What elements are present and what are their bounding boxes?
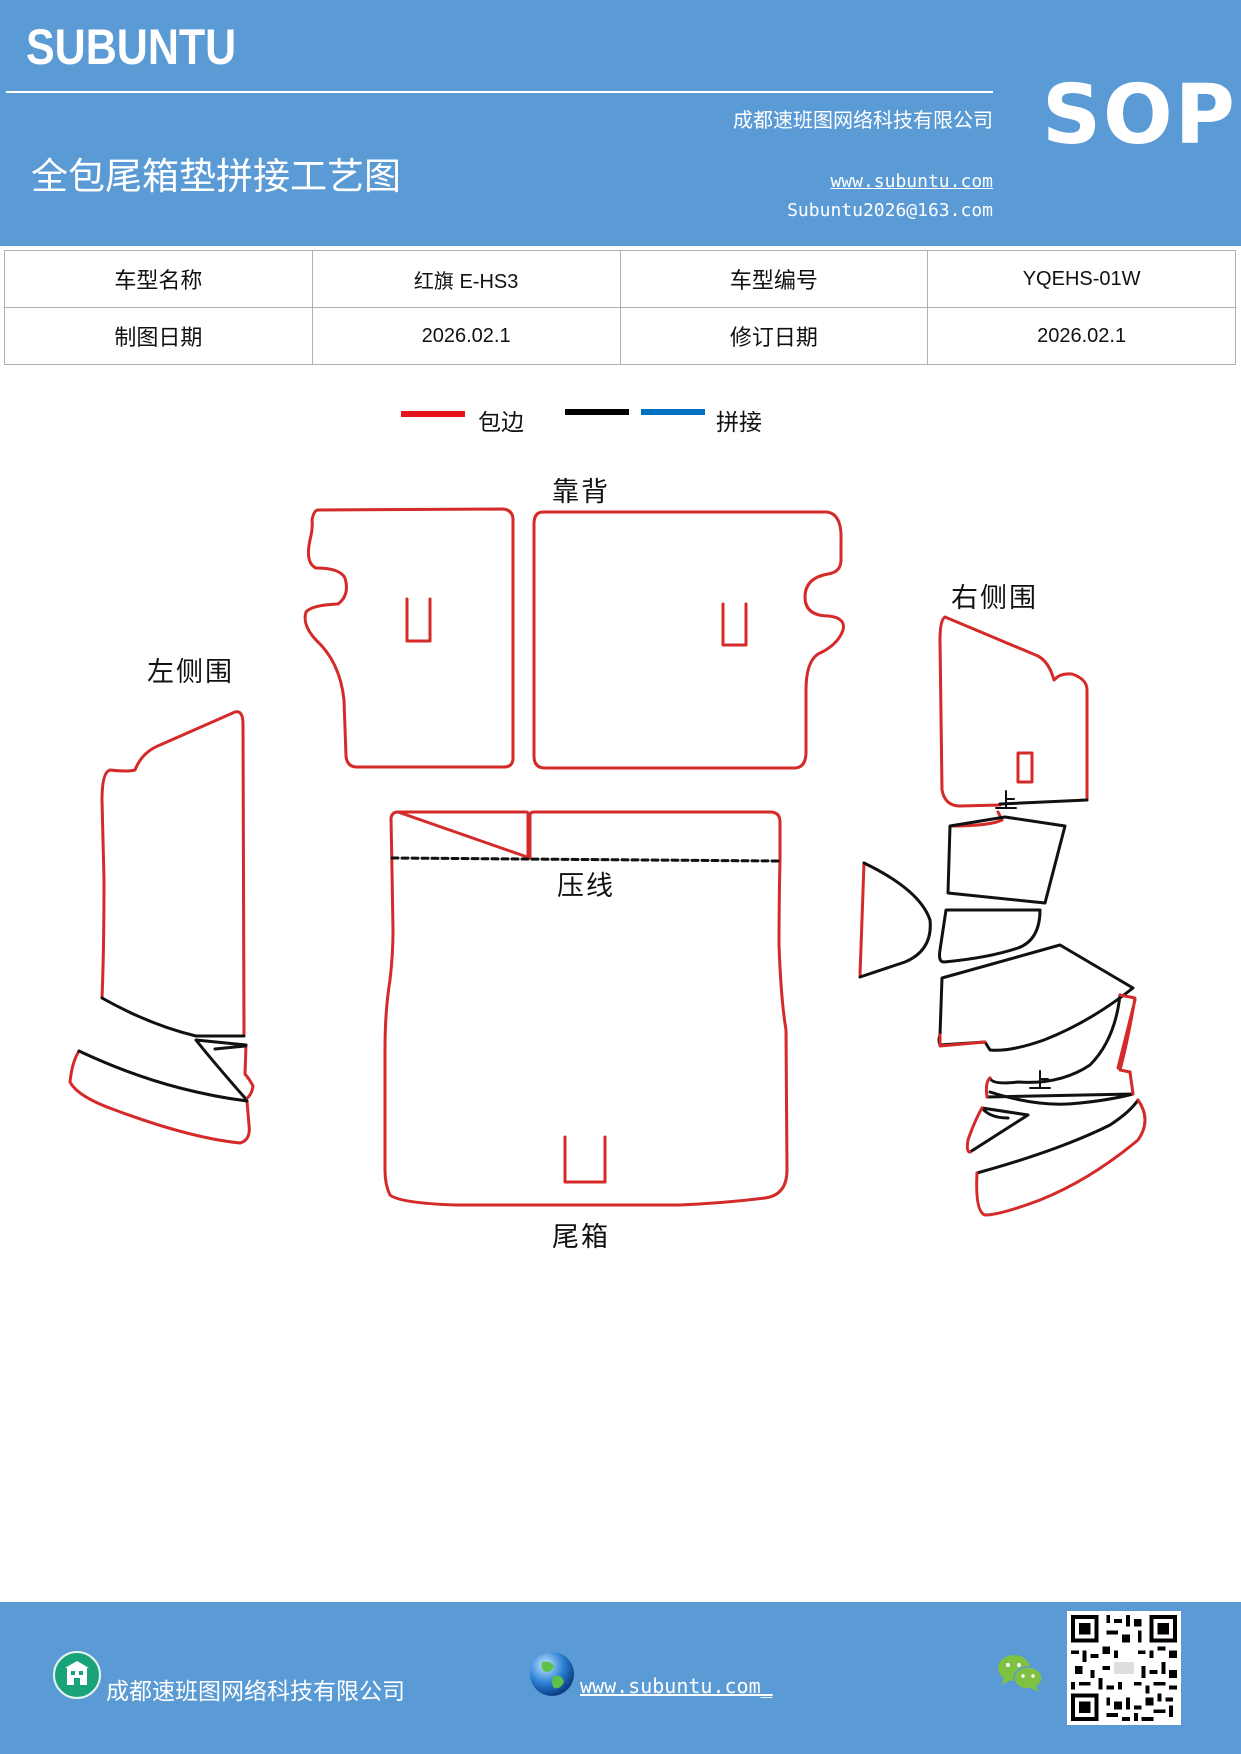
left-side-bottom-piece: [68, 1049, 251, 1145]
header-company: 成都速班图网络科技有限公司: [733, 108, 993, 132]
trunk-slot: [563, 1135, 607, 1184]
backrest-left-slot: [405, 597, 432, 643]
right-seam-piece-4-edge: [938, 1033, 987, 1048]
brand-logo: SUBUNTU: [26, 19, 237, 75]
right-lower-piece-c-edge: [965, 1106, 984, 1154]
right-lower-piece-d-seam: [975, 1098, 1140, 1175]
legend-label-edge: 包边: [478, 410, 524, 436]
table-row: 制图日期 2026.02.1 修订日期 2026.02.1: [4, 307, 1236, 365]
label-vehicle-code: 车型编号: [619, 250, 929, 308]
wechat-icon[interactable]: [996, 1652, 1044, 1694]
right-lower-seam-a: [988, 993, 1122, 1085]
label-left-side: 左侧围: [147, 657, 234, 688]
label-revise-date: 修订日期: [619, 307, 929, 365]
value-draw-date: 2026.02.1: [311, 307, 621, 365]
header-banner: [0, 0, 1241, 246]
left-side-seam: [100, 996, 246, 1038]
right-seam-piece-1: [946, 815, 1067, 905]
right-lower-stop-mark: [1029, 1070, 1051, 1089]
left-side-small-piece: [243, 1043, 255, 1102]
right-lower-edge-a: [1116, 993, 1137, 1074]
value-vehicle-code: YQEHS-01W: [927, 250, 1236, 308]
right-seam-piece-3: [938, 908, 1042, 964]
legend-label-seam: 拼接: [716, 410, 762, 436]
qr-code: [1067, 1611, 1181, 1725]
label-vehicle-name: 车型名称: [4, 250, 313, 308]
header-email[interactable]: Subuntu2026@163.com: [787, 200, 993, 221]
value-vehicle-name: 红旗 E-HS3: [311, 250, 621, 308]
left-side-main-panel: [100, 710, 246, 1036]
right-side-slot: [1016, 751, 1034, 784]
backrest-right-slot: [721, 602, 748, 647]
label-backrest: 靠背: [552, 477, 610, 508]
backrest-left-panel: [303, 507, 515, 769]
right-side-top-seam: [998, 798, 1089, 806]
right-seam-piece-2: [858, 861, 866, 977]
right-side-top-panel: [938, 615, 1089, 808]
left-side-bottom-seam: [77, 1049, 249, 1103]
right-seam-piece-4: [937, 943, 1135, 1052]
press-line: [390, 856, 780, 863]
right-lower-piece-c: [968, 1106, 1030, 1154]
building-icon: [53, 1651, 101, 1699]
right-side-stop-mark: [995, 790, 1017, 809]
right-lower-edge-b: [984, 1070, 1135, 1099]
right-seam-piece-2-seam: [858, 861, 932, 979]
table-row: 车型名称 红旗 E-HS3 车型编号 YQEHS-01W: [4, 250, 1236, 308]
right-lower-piece-d-edge: [975, 1098, 1147, 1217]
page-title: 全包尾箱垫拼接工艺图: [31, 155, 401, 198]
value-revise-date: 2026.02.1: [927, 307, 1236, 365]
footer-website-link[interactable]: www.subuntu.com_: [580, 1674, 773, 1698]
backrest-right-panel: [532, 510, 845, 770]
footer-company: 成都速班图网络科技有限公司: [106, 1679, 405, 1705]
header-website-link[interactable]: www.subuntu.com: [830, 171, 993, 192]
label-press-line: 压线: [557, 871, 615, 902]
label-draw-date: 制图日期: [4, 307, 313, 365]
label-trunk: 尾箱: [552, 1222, 610, 1253]
right-lower-seam-b: [985, 1090, 1135, 1106]
trunk-panel: [383, 810, 789, 1207]
globe-icon: [530, 1652, 574, 1696]
sop-badge: SOP: [1042, 68, 1237, 163]
header-divider: [6, 91, 993, 93]
label-right-side: 右侧围: [951, 583, 1038, 614]
left-side-small-seam: [194, 1038, 248, 1100]
vehicle-info-table: 车型名称 红旗 E-HS3 车型编号 YQEHS-01W 制图日期 2026.0…: [4, 250, 1236, 365]
